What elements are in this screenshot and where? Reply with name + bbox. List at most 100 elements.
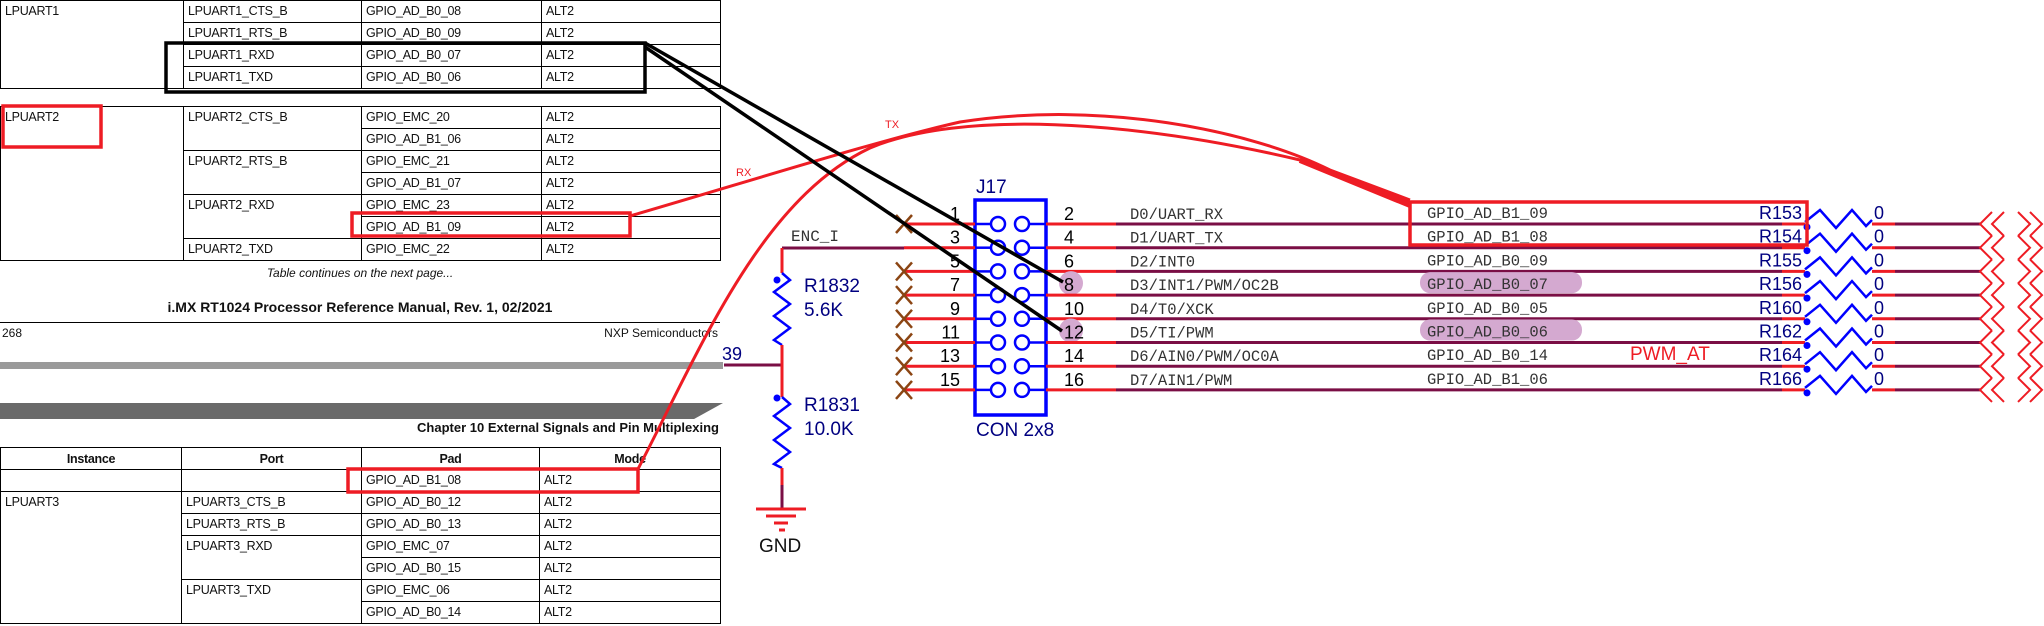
lpuart1-rx-tx-box: [164, 41, 647, 94]
pin-number: 1: [950, 204, 960, 224]
cell-instance: LPUART1: [0, 0, 184, 89]
cell-pad: GPIO_AD_B1_09: [361, 216, 542, 239]
gpio-ad-b1-09-highlight-box: [350, 211, 632, 238]
gnd-label: GND: [759, 536, 801, 557]
resistor-pin-dot: [1803, 318, 1811, 326]
connection-merge: [1298, 157, 1412, 208]
pwm-at-label: PWM_AT: [1630, 344, 1710, 365]
resistor-R154: [1804, 231, 1873, 254]
resistor-pin-dot: [1803, 270, 1811, 278]
signal-label: D2/INT0: [1130, 253, 1195, 271]
no-connect-x-icon: [895, 356, 913, 377]
gpio-label: GPIO_AD_B0_09: [1427, 252, 1548, 270]
resistor-pin-dot: [1803, 389, 1811, 397]
cell-mode: ALT2: [539, 601, 721, 624]
gpio-label: GPIO_AD_B0_14: [1427, 347, 1548, 365]
off-page-connector-icon: [1978, 234, 2044, 261]
pin-16-pad: [1013, 381, 1031, 399]
pin-5-pad: [989, 263, 1007, 280]
pin-number: 13: [940, 346, 960, 366]
gpio-label: GPIO_AD_B0_06: [1427, 324, 1548, 342]
pin-11-pad: [989, 334, 1007, 351]
gpio-ad-b1-08-highlight-box: [346, 467, 640, 494]
pin-number: 5: [950, 251, 960, 271]
off-page-connector-icon: [1978, 258, 2044, 285]
page-number: 268: [2, 326, 23, 340]
txd-to-pin12-line: [644, 45, 1063, 333]
rx-connection-curve: [629, 113, 1411, 218]
gpio-label: GPIO_AD_B1_06: [1427, 371, 1548, 389]
no-connect-x-icon: [895, 380, 913, 400]
pin-15-pad: [989, 381, 1007, 399]
header-instance: Instance: [0, 447, 182, 470]
resistor-value: 0: [1874, 345, 1884, 365]
j17-ref: J17: [976, 177, 1007, 198]
resistor-ref: R166: [1759, 369, 1802, 389]
pin-2-pad: [1013, 215, 1031, 233]
no-connect-x-icon: [895, 261, 913, 282]
r1832-resistor: [771, 272, 793, 347]
footer-rule: [0, 322, 720, 323]
header-mode: Mode: [539, 447, 721, 470]
manual-footer-title: i.MX RT1024 Processor Reference Manual, …: [167, 299, 553, 315]
pin-number: 9: [950, 299, 960, 319]
signal-label: D5/TI/PWM: [1130, 325, 1214, 343]
page-break-bar: [0, 362, 723, 369]
pin-14-pad: [1013, 357, 1031, 375]
cell-port: LPUART2_CTS_B: [183, 106, 362, 151]
cell-pad: GPIO_EMC_22: [361, 238, 542, 261]
signal-label: D1/UART_TX: [1130, 230, 1224, 248]
resistor-value: 0: [1874, 227, 1884, 247]
off-page-connector-icon: [1978, 211, 2044, 237]
gnd-symbol-icon: [756, 507, 806, 532]
no-connect-x-icon: [895, 308, 913, 329]
signal-label: D6/AIN0/PWM/OC0A: [1130, 348, 1280, 366]
resistor-ref: R162: [1759, 322, 1802, 342]
cell-mode: ALT2: [541, 238, 721, 261]
off-page-connector-icon: [1978, 306, 2044, 332]
cell-port: LPUART3_RXD: [181, 535, 362, 580]
cell-pad: GPIO_AD_B0_14: [361, 601, 540, 624]
enc-label: ENC_I: [791, 228, 839, 246]
tx-connection-curve: [636, 122, 1411, 470]
signal-label: D0/UART_RX: [1130, 206, 1224, 224]
cell-pad: GPIO_EMC_07: [361, 535, 540, 558]
gpio-label: GPIO_AD_B1_09: [1427, 205, 1548, 223]
resistor-R164: [1804, 350, 1873, 373]
gpio-label: GPIO_AD_B0_07: [1427, 276, 1548, 294]
cell-pad: GPIO_AD_B0_06: [361, 66, 542, 89]
cell-port: LPUART1_CTS_B: [183, 0, 362, 23]
cell-mode: ALT2: [541, 66, 721, 89]
signal-label: D4/T0/XCK: [1130, 301, 1214, 319]
resistor-value: 0: [1874, 250, 1884, 270]
resistor-value: 0: [1874, 274, 1884, 294]
r1831-value: 10.0K: [804, 419, 854, 440]
pin-4-pad: [1013, 239, 1031, 256]
resistor-pin-dot: [1803, 247, 1811, 255]
resistor-R155: [1804, 255, 1873, 278]
cell-pad: GPIO_EMC_06: [361, 579, 540, 602]
resistor-pin-dot: [1803, 342, 1811, 349]
pin-number: 10: [1064, 299, 1084, 319]
cell-port: LPUART2_TXD: [183, 238, 362, 261]
resistor-ref: R153: [1759, 203, 1802, 223]
resistor-pin-dot: [1803, 365, 1811, 373]
cell-mode: ALT2: [541, 216, 721, 239]
table-continues-note: Table continues on the next page...: [266, 266, 454, 280]
r1831-ref: R1831: [804, 395, 860, 416]
off-page-connector-icon: [1978, 353, 2044, 379]
no-connect-x-icon: [895, 285, 913, 305]
pin-12-pad: [1013, 334, 1031, 351]
rxd-to-pin8-line: [644, 41, 1064, 284]
